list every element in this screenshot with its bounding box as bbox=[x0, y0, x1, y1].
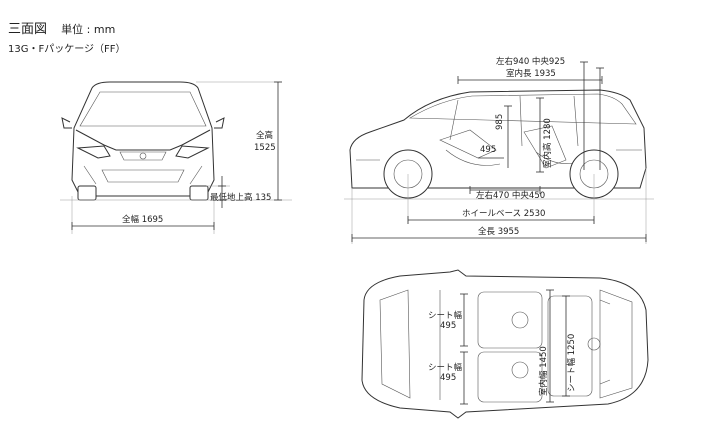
floor-width-label: 左右470 中央450 bbox=[476, 190, 545, 201]
model-label: 13G・Fパッケージ（FF） bbox=[8, 44, 126, 55]
top-seat-width-front-label: シート幅 bbox=[428, 310, 463, 321]
top-seat-width-front-value: 495 bbox=[440, 321, 456, 331]
total-width-label: 全幅 1695 bbox=[122, 214, 163, 225]
diagram-header: 三面図 単位 : mm bbox=[8, 18, 115, 37]
interior-height-label: 室内高 1280 bbox=[542, 118, 553, 168]
front-view bbox=[61, 81, 225, 201]
side-seat-width-label: 495 bbox=[480, 145, 496, 155]
diagram-title: 三面図 bbox=[8, 22, 48, 37]
front-dimensions: 全高 1525 最低地上高 135 全幅 1695 bbox=[71, 81, 282, 234]
unit-label: 単位 : mm bbox=[61, 23, 116, 36]
top-dimensions: シート幅 495 シート幅 495 室内幅 1450 シート幅 1250 bbox=[428, 289, 577, 405]
seat-height-label: 985 bbox=[495, 114, 505, 130]
top-view bbox=[361, 269, 649, 419]
total-height-label: 全高 bbox=[256, 130, 273, 141]
side-view bbox=[349, 89, 647, 199]
total-length-label: 全長 3955 bbox=[478, 226, 519, 237]
top-seat-width-rear-label: シート幅 bbox=[428, 362, 463, 373]
interior-length-label: 室内長 1935 bbox=[506, 68, 556, 79]
wheelbase-label: ホイールベース 2530 bbox=[462, 209, 545, 219]
side-dimensions: 左右940 中央925 室内長 1935 985 室内高 1280 495 左右… bbox=[351, 56, 647, 244]
ground-clearance-label: 最低地上高 135 bbox=[210, 192, 271, 203]
interior-width-label: 室内幅 1450 bbox=[538, 346, 549, 396]
seat-width-total-label: シート幅 1250 bbox=[566, 334, 577, 392]
total-height-value: 1525 bbox=[254, 143, 276, 153]
top-seat-width-rear-value: 495 bbox=[440, 373, 456, 383]
headroom-label: 左右940 中央925 bbox=[496, 56, 565, 67]
